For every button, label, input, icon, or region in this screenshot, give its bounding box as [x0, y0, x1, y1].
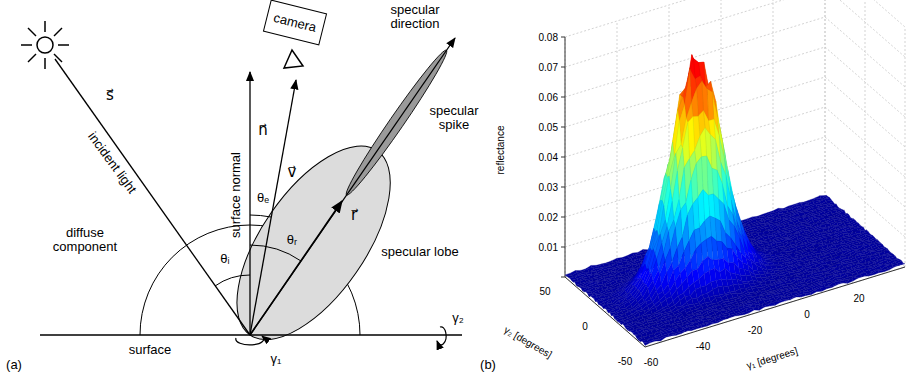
surface-patch: [831, 285, 838, 288]
surface-patch: [883, 256, 890, 258]
rotation-arrow: [236, 336, 264, 345]
surface-patch: [612, 276, 619, 279]
grid-line: [773, 0, 774, 213]
surface-patch: [823, 240, 830, 244]
grid-line: [561, 187, 565, 188]
angle-arc: [215, 275, 250, 286]
specular-lobe: [207, 121, 420, 364]
grid-line: [825, 0, 905, 27]
grid-line: [645, 267, 905, 347]
light-source: [21, 21, 69, 69]
surface-patch: [830, 264, 837, 268]
surface-patch: [811, 247, 818, 251]
grid-line: [561, 97, 565, 98]
grid-line: [565, 197, 825, 277]
surface-patch: [833, 207, 840, 209]
grid-line: [565, 0, 825, 37]
grid-line: [565, 277, 645, 347]
surface-patch: [808, 245, 815, 248]
grid-line: [561, 157, 565, 158]
grid-line: [617, 21, 618, 261]
grid-line: [905, 27, 906, 267]
grid-line: [865, 0, 866, 232]
surface-patch: [898, 263, 905, 265]
surface-patch: [627, 265, 634, 269]
surface-patch: [846, 278, 853, 283]
grid-line: [561, 247, 565, 248]
surface-patch: [876, 262, 883, 265]
grid-line: [825, 0, 905, 57]
specular-direction-line: [250, 38, 455, 335]
grid-line: [561, 67, 565, 68]
grid-line: [561, 217, 565, 218]
plot-grid: [565, 0, 905, 347]
surface-patch: [829, 257, 836, 261]
reflection-vector: [250, 201, 342, 335]
surface-patch: [616, 268, 623, 272]
surface-patch: [789, 252, 796, 255]
grid-line: [825, 137, 905, 207]
surface-patch: [585, 272, 592, 275]
normal-vector: [249, 72, 250, 335]
surface-mesh: [565, 55, 905, 346]
grid-line: [825, 47, 905, 117]
surface-patch: [784, 273, 791, 277]
incident-ray: [55, 59, 250, 335]
surface-patch: [804, 248, 811, 251]
grid-line: [561, 37, 565, 38]
camera-stand: [284, 50, 303, 68]
grid-line: [825, 77, 905, 147]
surface-patch: [781, 217, 788, 219]
surface-patch: [831, 222, 838, 226]
grid-line: [565, 277, 645, 347]
surface-patch: [836, 282, 843, 285]
surface-patch: [893, 265, 900, 267]
surface-patch: [620, 265, 627, 268]
plot-axes: [561, 37, 905, 347]
surface-patch: [864, 270, 871, 272]
grid-line: [825, 17, 905, 87]
surface-patch: [839, 241, 846, 244]
grid-line: [565, 197, 825, 277]
surface-patch: [582, 269, 589, 273]
grid-line: [825, 197, 905, 267]
surface-patch: [586, 292, 593, 294]
grid-line: [645, 267, 905, 347]
grid-line: [561, 277, 565, 278]
surface-patch: [832, 241, 839, 244]
angle-arc: [250, 245, 301, 261]
grid-line: [773, 213, 853, 283]
surface-patch: [822, 214, 829, 217]
surface-patch: [765, 245, 772, 247]
grid-line: [825, 107, 905, 177]
grid-line: [565, 47, 825, 127]
angle-arc: [250, 215, 271, 217]
grid-line: [825, 167, 905, 237]
surface-patch: [852, 247, 859, 250]
rotation-arrow: [437, 327, 446, 345]
grid-line: [565, 0, 825, 67]
surface-patch: [622, 256, 629, 258]
grid-line: [561, 127, 565, 128]
surface-patch: [777, 273, 784, 276]
surface-patch: [867, 249, 874, 251]
view-vector: [250, 80, 296, 335]
